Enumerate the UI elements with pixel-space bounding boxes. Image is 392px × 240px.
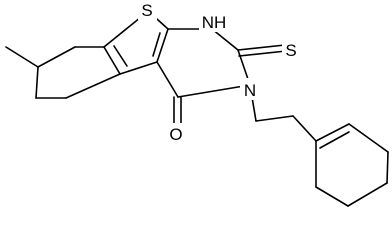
bond [211,28,239,51]
bond [65,73,121,99]
bond [237,44,286,51]
bond [156,28,169,63]
bond [5,46,39,68]
bond [156,61,179,98]
bond [113,45,128,67]
atom-labels: S NH S N O [138,0,301,145]
bonds [5,9,389,207]
bond [386,151,389,184]
bond [238,50,287,57]
bond [255,115,294,122]
bond [348,123,389,153]
bond [37,46,76,68]
bond [319,131,350,149]
carbonyl-oxygen-label: O [169,125,182,144]
bond [177,84,251,98]
bond [347,182,388,207]
bond [35,66,39,99]
thione-sulfur-label: S [285,41,296,60]
bond [292,115,317,142]
bond [103,46,121,75]
ring-nitrogen-label: N [244,81,256,100]
ring-sulfur-label: S [141,1,152,20]
bond [315,186,349,207]
chemical-structure: S NH S N O [5,0,389,207]
nh-label: NH [202,13,227,32]
bond [152,32,161,57]
bond [119,61,158,75]
bond [315,123,350,142]
